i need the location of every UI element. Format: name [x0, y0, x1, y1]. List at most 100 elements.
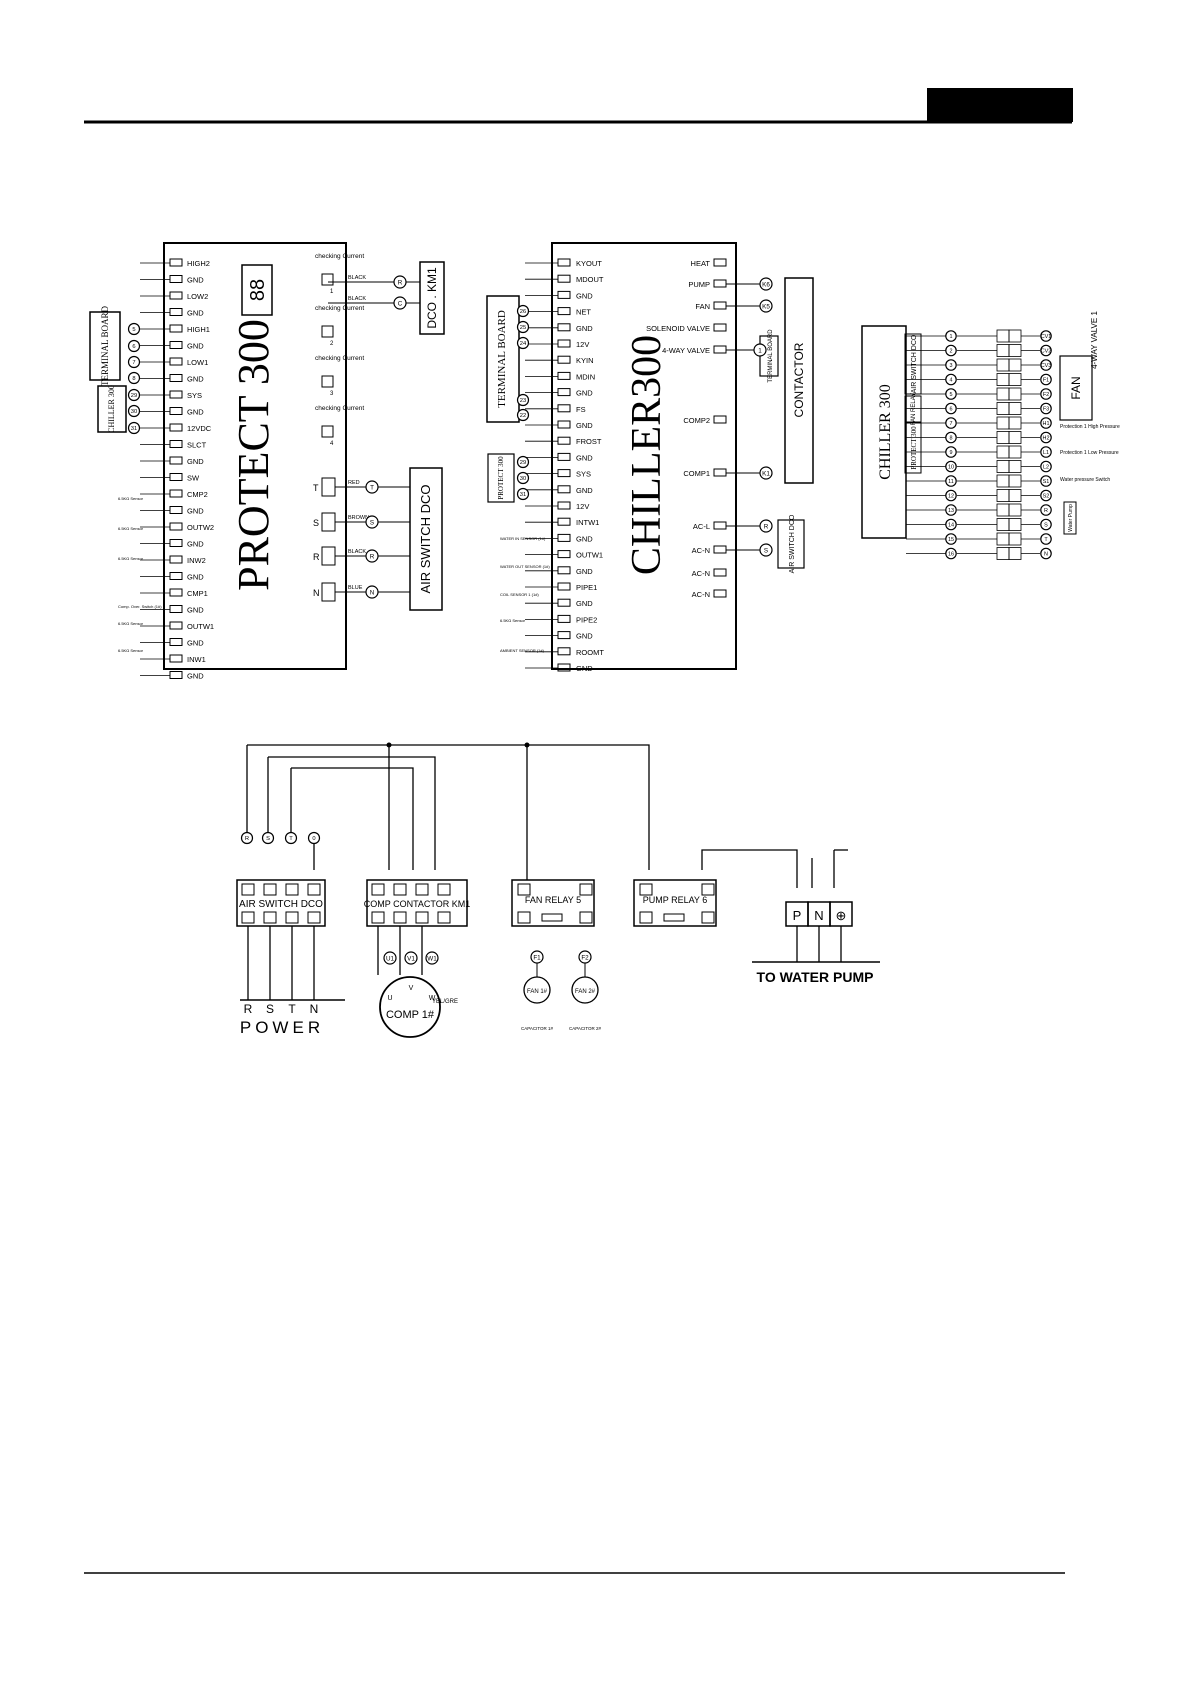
protect-terminal-pin [169, 621, 183, 630]
tb-right-circle-text: F2 [1043, 392, 1049, 398]
checking-current-number: 3 [330, 391, 334, 397]
protect-terminal-pin [169, 605, 183, 613]
protect-terminal-pin [169, 258, 183, 267]
protect-phase-terminal [321, 512, 336, 532]
tb-left-circle-ring [945, 446, 957, 458]
power-contactor-box [366, 879, 468, 927]
chiller-right-pin [713, 301, 727, 310]
relay-terminal [517, 883, 531, 896]
tb-left-circle-ring [945, 402, 957, 415]
tb-terminal-cell [1008, 474, 1022, 488]
power-phase-circle-text: T [289, 836, 293, 842]
chiller-left-label: PIPE1 [576, 583, 597, 592]
chiller-protect-box [487, 453, 515, 503]
chiller-right-circle-ring [759, 519, 773, 533]
chiller-right-pin [713, 279, 727, 288]
tb-left-circle-ring [945, 518, 957, 531]
tb-terminal-cell [1008, 547, 1022, 560]
tb-terminal-cell [996, 489, 1010, 502]
compressor-terminal-circle-ring [383, 951, 397, 965]
tb-terminal-cell [996, 329, 1010, 343]
chiller-left-pin [557, 501, 571, 510]
chiller-right-circle: K5 [759, 299, 773, 313]
protect-tb-circle: 7 [127, 355, 141, 369]
protect-terminal-label: GND [187, 276, 204, 285]
tb-protect-label: PROTECT 300 [910, 426, 918, 470]
checking-current-number: 4 [330, 441, 334, 447]
chiller-right-circle-text: K5 [762, 303, 770, 310]
tb-right-circle: CV2 [1040, 344, 1052, 357]
protect-tb-circle-text: 8 [132, 376, 135, 382]
tb-right-circle: S1 [1040, 475, 1052, 487]
chiller-left-label: MDIN [576, 372, 595, 381]
protect-terminal-board-label: TERMINAL BOARD [100, 306, 110, 386]
protect-terminal-label: GND [187, 507, 204, 516]
protect-terminal-label: 12VDC [187, 424, 212, 433]
tb-left-circle: 6 [945, 402, 957, 415]
tb-left-circle-text: 14 [948, 523, 954, 529]
power-phase-circle-ring [240, 831, 254, 845]
tb-fan-relay-box [904, 395, 922, 423]
protect-tb-circle-ring [127, 322, 141, 336]
compressor-ground-label: YEL/GRE [432, 999, 458, 1005]
chiller-right-circle-text: S [764, 547, 768, 554]
protect-sensor-label: 6.5KΩ Sensor [118, 526, 144, 531]
checking-current-jack [321, 375, 334, 388]
kmi-circle-text: C [398, 300, 403, 307]
tb-terminal-cell [1008, 387, 1022, 401]
header-tab [927, 88, 1073, 122]
protect-terminal-pin [169, 407, 183, 415]
tb-left-circle-text: 9 [949, 450, 952, 456]
protect-terminal-label: HIGH2 [187, 259, 210, 268]
chiller-left-circle: 31 [516, 487, 530, 501]
tb-right-circle-ring [1040, 547, 1052, 560]
chiller-left-circle-text: 31 [520, 492, 526, 498]
compressor-winding-label: U [387, 995, 392, 1002]
tb-right-circle-ring [1040, 344, 1052, 357]
power-phase-circle-ring [261, 831, 275, 845]
protect-phase-letter: S [313, 518, 319, 528]
tb-terminal-cell [1008, 431, 1022, 444]
tb-left-circle-ring [945, 330, 957, 342]
tb-pump-label: Water Pump [1068, 504, 1074, 532]
tb-left-circle: 2 [945, 344, 957, 357]
chiller-left-pin [557, 550, 571, 559]
protect-terminal-pin [169, 440, 183, 448]
chiller-left-circle-ring [516, 320, 530, 334]
kmi-circle-ring [393, 275, 407, 289]
tb-terminal-cell [996, 358, 1010, 372]
chiller-left-circle: 24 [516, 336, 530, 350]
chiller-left-pin [557, 614, 571, 623]
protect-terminal-label: GND [187, 375, 204, 384]
power-phase-letter: S [266, 1002, 274, 1016]
chiller-left-pin [557, 436, 571, 445]
tb-left-circle-text: 13 [948, 508, 954, 514]
protect-tb-circle-ring [127, 371, 141, 385]
tb-left-circle: 3 [945, 359, 957, 371]
protect-terminal-pin [169, 638, 183, 646]
tb-terminal-cell [1008, 373, 1022, 386]
chiller-right-circle: R [759, 519, 773, 533]
tb-terminal-cell [996, 373, 1010, 386]
protect-title: PROTECT 300 [229, 319, 278, 591]
protect-phase-terminal [321, 582, 336, 602]
chiller-left-circle-ring [516, 408, 530, 422]
chiller-left-circle-ring [516, 471, 530, 485]
chiller-left-label: PIPE2 [576, 615, 597, 624]
tb-left-circle-ring [945, 344, 957, 357]
protect-terminal-pin [169, 654, 183, 663]
power-fan-relay-label: FAN RELAY 5 [525, 895, 581, 905]
tb-right-circle-text: H2 [1043, 436, 1050, 442]
power-phase-letter: T [288, 1002, 296, 1016]
tb-right-circle-ring [1040, 460, 1052, 473]
tb-left-circle: 16 [945, 547, 957, 560]
contactor-terminal [415, 883, 429, 896]
terminal-block: CHILLER 300 AIR SWITCH DCO FAN RELAY PRO… [861, 311, 1120, 560]
compressor-terminal-circle-ring [425, 951, 439, 965]
chiller-left-label: 12V [576, 340, 589, 349]
tb-right-circle-text: CV1 [1041, 334, 1052, 340]
tb-terminal-cell [1008, 358, 1022, 372]
tb-right-circle: H1 [1040, 417, 1052, 429]
protect-terminal-label: GND [187, 309, 204, 318]
protect-chiller-circle-ring [127, 388, 141, 402]
